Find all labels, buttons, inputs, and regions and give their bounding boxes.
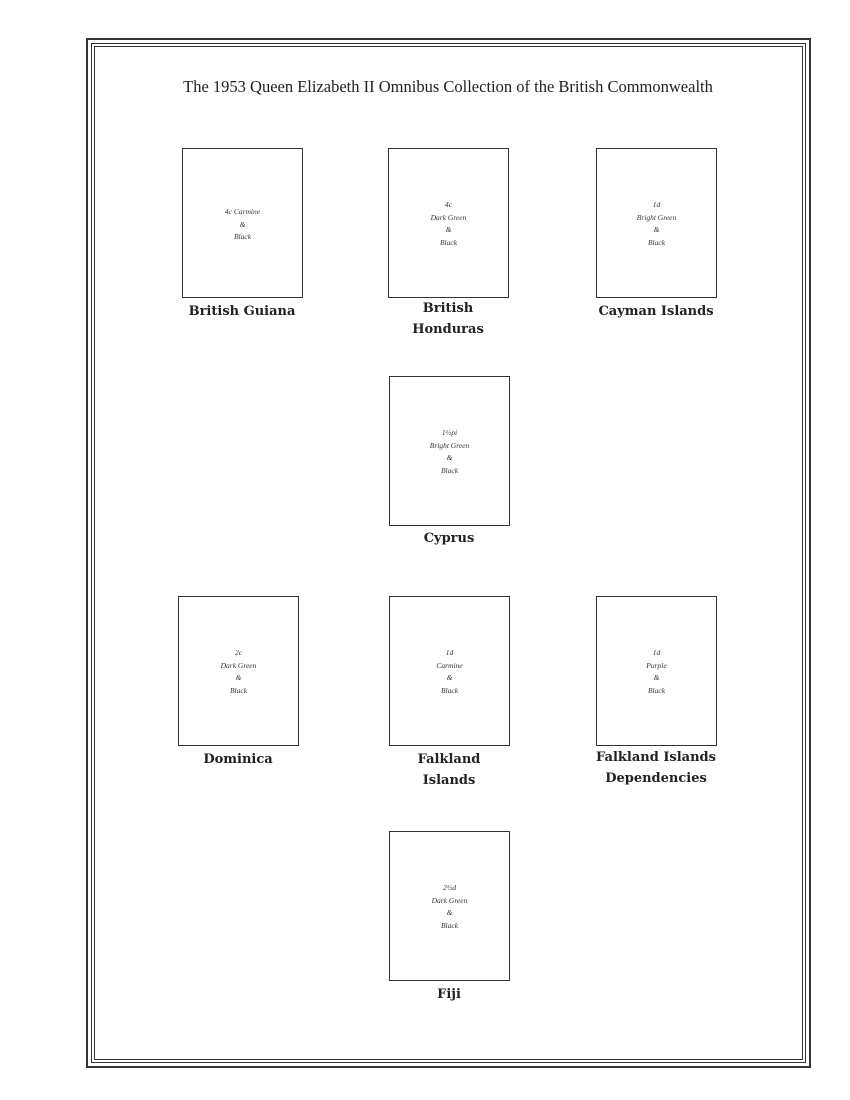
stamp-description-line: Black [440,920,459,930]
country-label-line: Fiji [437,987,461,1002]
page-border-inner [94,46,803,1060]
stamp-description-line: Black [440,465,459,475]
country-label-line: Falkland Islands [596,750,716,765]
stamp-description-line: Purple [646,660,667,670]
country-label-line: Cayman Islands [598,304,714,319]
stamp-description-line: Dark Green [430,212,467,222]
stamp-description-line: Black [647,685,666,695]
stamp-space: 4c Carmine & Black [182,148,303,298]
stamp-description-line: 4c Carmine [224,207,261,216]
stamp-description-line: Black [647,237,666,247]
stamp-description: 4c Carmine & Black [183,206,302,244]
country-label: Fiji [349,984,549,1005]
stamp-description-line: Dark Green [220,660,257,670]
stamp-description-line: 1d [445,648,454,657]
country-label-line: British Guiana [188,304,296,319]
stamp-description-line: 1d [652,648,661,657]
page-border-middle [91,43,806,1063]
country-label: Cayman Islands [556,301,756,322]
stamp-description-line: Black [439,237,458,247]
stamp-description-line: Bright Green [636,212,677,222]
stamp-description-line: Black [440,685,459,695]
country-label: Cyprus [349,528,549,549]
country-label-line: Islands [422,773,476,788]
stamp-description-line: & [235,673,242,683]
stamp-description-line: 4c [444,200,453,209]
country-label-line: Dependencies [605,771,707,786]
page-title: The 1953 Queen Elizabeth II Omnibus Coll… [183,77,713,96]
country-label-line: British [422,301,474,316]
stamp-description-line: Dark Green [431,895,468,905]
country-label-line: Cyprus [423,531,475,546]
country-label: British Guiana [142,301,342,322]
stamp-description-line: & [445,225,452,235]
country-label-line: Dominica [203,752,273,767]
country-label-line: Honduras [412,322,484,337]
stamp-description-line: Carmine [436,660,463,670]
country-label-line: Falkland [417,752,481,767]
stamp-description-line: & [653,673,660,683]
page-border-outer [86,38,811,1068]
stamp-description-line: 2½d [442,883,457,892]
stamp-description-line: 1½pi [441,428,458,437]
stamp-description-line: Black [233,232,252,242]
stamp-description-line: 2c [234,648,243,657]
country-label: Dominica [138,749,338,770]
stamp-description-line: & [653,225,660,235]
stamp-description-line: & [446,673,453,683]
stamp-description-line: & [446,453,453,463]
stamp-description-line: 1d [652,200,661,209]
stamp-description-line: Bright Green [429,440,470,450]
stamp-description-line: Black [229,685,248,695]
stamp-description-line: & [446,908,453,918]
stamp-description-line: & [239,219,246,229]
